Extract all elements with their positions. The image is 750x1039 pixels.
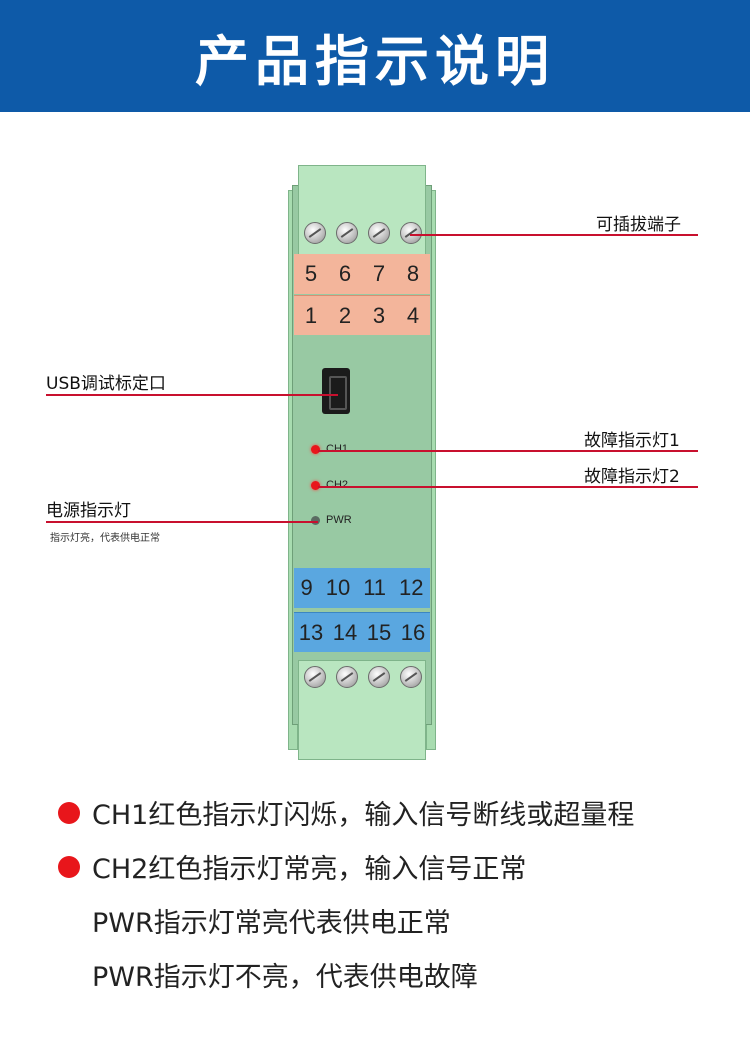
callout-usb-label: USB调试标定口	[46, 374, 166, 394]
note-item: CH2红色指示灯常亮，输入信号正常	[58, 847, 526, 886]
usb-port	[322, 368, 350, 414]
callout-fault2-label: 故障指示灯2	[584, 467, 680, 487]
screw-icon	[304, 666, 326, 688]
note-text: CH2红色指示灯常亮，输入信号正常	[92, 854, 527, 885]
screw-icon	[336, 222, 358, 244]
led-ch2	[311, 481, 320, 490]
callout-terminal-label: 可插拔端子	[596, 215, 681, 235]
screw-icon	[368, 222, 390, 244]
note-text: PWR指示灯不亮，代表供电故障	[92, 962, 478, 993]
terminal-number: 2	[338, 302, 352, 328]
terminal-number: 4	[406, 302, 420, 328]
terminal-row-top-2: 1 2 3 4	[294, 295, 430, 335]
callout-power-sublabel: 指示灯亮，代表供电正常	[50, 533, 160, 544]
callout-fault1-line	[318, 450, 698, 452]
terminal-number: 8	[406, 261, 420, 286]
led-pwr	[311, 516, 320, 525]
terminal-number: 13	[298, 619, 324, 645]
terminal-row-bottom-2: 13 14 15 16	[294, 612, 430, 652]
screw-icon	[304, 222, 326, 244]
terminal-number: 6	[338, 261, 352, 286]
page-title: 产品指示说明	[195, 29, 555, 93]
screw-icon	[400, 666, 422, 688]
red-dot-icon	[58, 801, 80, 824]
terminal-row-top-1: 5 6 7 8	[294, 254, 430, 294]
terminal-number: 5	[304, 261, 318, 286]
callout-usb-line	[46, 394, 338, 396]
screw-icon	[336, 666, 358, 688]
terminal-number: 15	[366, 619, 392, 645]
note-item: PWR指示灯常亮代表供电正常	[58, 901, 451, 940]
callout-power-line	[46, 521, 318, 523]
terminal-number: 9	[300, 575, 313, 600]
terminal-number: 11	[363, 575, 387, 600]
terminal-number: 16	[400, 619, 426, 645]
note-text: CH1红色指示灯闪烁，输入信号断线或超量程	[92, 800, 635, 831]
note-item: CH1红色指示灯闪烁，输入信号断线或超量程	[58, 793, 634, 832]
led-ch1	[311, 445, 320, 454]
led-label-pwr: PWR	[326, 514, 352, 526]
led-label-ch2: CH2	[326, 479, 349, 491]
note-indent	[58, 910, 80, 932]
led-label-ch1: CH1	[326, 443, 349, 455]
terminal-number: 1	[304, 302, 318, 328]
callout-fault1-label: 故障指示灯1	[584, 431, 680, 451]
terminal-number: 14	[332, 619, 358, 645]
terminal-number: 3	[372, 302, 386, 328]
header-banner: 产品指示说明	[0, 0, 750, 112]
note-text: PWR指示灯常亮代表供电正常	[92, 908, 451, 939]
screw-icon	[400, 222, 422, 244]
terminal-number: 12	[399, 575, 424, 600]
terminal-number: 7	[372, 261, 386, 286]
note-indent	[58, 964, 80, 986]
callout-terminal-line	[410, 234, 698, 236]
callout-power-label: 电源指示灯	[46, 501, 131, 521]
note-item: PWR指示灯不亮，代表供电故障	[58, 955, 478, 994]
screw-icon	[368, 666, 390, 688]
callout-fault2-line	[318, 486, 698, 488]
red-dot-icon	[58, 855, 80, 878]
terminal-row-bottom-1: 9 10 11 12	[294, 568, 430, 608]
terminal-number: 10	[325, 575, 351, 600]
